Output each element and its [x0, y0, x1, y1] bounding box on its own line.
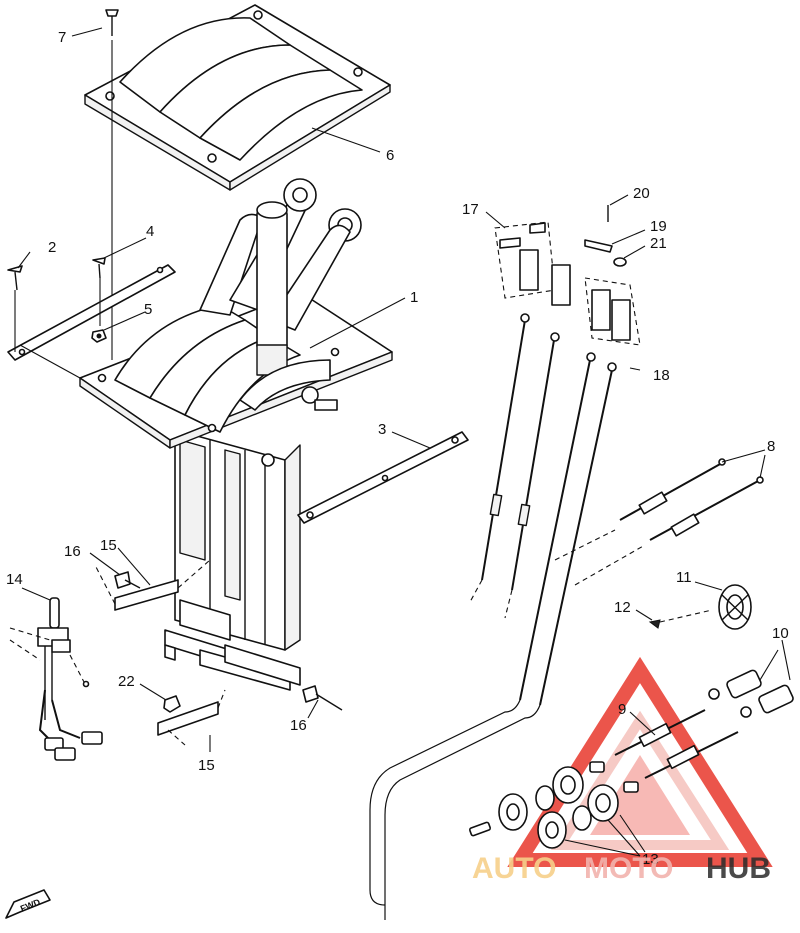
callout-11: 11 — [676, 569, 692, 586]
watermark-word-hub: HUB — [706, 852, 771, 885]
part-21-washer — [613, 257, 627, 267]
callout-19: 19 — [650, 218, 667, 235]
part-8-cable-ends — [554, 458, 764, 586]
callout-8: 8 — [767, 438, 775, 455]
part-13-fittings — [468, 761, 639, 849]
callout-3: 3 — [378, 421, 386, 438]
callout-9: 9 — [618, 701, 626, 718]
callout-20: 20 — [633, 185, 650, 202]
callout-21: 21 — [650, 235, 667, 252]
part-10-connectors — [708, 669, 794, 718]
part-4-screw — [92, 257, 106, 279]
callout-10: 10 — [772, 625, 789, 642]
callout-labels: 7 6 2 4 5 1 3 16 15 14 22 16 15 17 18 20… — [6, 29, 789, 868]
part-6-top-cover — [84, 4, 391, 191]
part-11-knob — [718, 584, 752, 630]
callout-15a: 15 — [100, 537, 117, 554]
callout-14: 14 — [6, 571, 23, 588]
callout-16b: 16 — [290, 717, 307, 734]
part-12-screw — [648, 609, 713, 629]
part-1-control-box — [79, 178, 393, 691]
callout-16a: 16 — [64, 543, 81, 560]
part-15-bracket-lower — [157, 689, 226, 746]
fwd-arrow-icon: FWD — [5, 889, 51, 919]
callout-13: 13 — [642, 851, 659, 868]
control-cables — [369, 313, 617, 920]
part-5-nut — [91, 329, 107, 343]
watermark-word-auto: AUTO — [472, 852, 556, 885]
callout-7: 7 — [58, 29, 66, 46]
callout-18: 18 — [653, 367, 670, 384]
callout-6: 6 — [386, 147, 394, 164]
callout-12: 12 — [614, 599, 631, 616]
callout-15b: 15 — [198, 757, 215, 774]
part-19-pin — [584, 239, 613, 253]
part-18-cable-end — [584, 277, 641, 346]
part-3-plate — [297, 431, 469, 524]
watermark-word-moto: MOTO — [584, 852, 673, 885]
part-14-switch — [9, 597, 103, 761]
part-16-bolt-upper — [114, 571, 141, 589]
part-17-cable-end — [494, 221, 571, 306]
callout-5: 5 — [144, 301, 152, 318]
part-22-nut — [163, 695, 181, 713]
callout-4: 4 — [146, 223, 154, 240]
part-16-bolt-lower — [302, 685, 343, 711]
callout-1: 1 — [410, 289, 418, 306]
callout-17: 17 — [462, 201, 479, 218]
part-15-bracket-upper — [94, 559, 211, 611]
part-2-screw — [7, 265, 23, 291]
callout-22: 22 — [118, 673, 135, 690]
leader-lines — [17, 27, 791, 857]
part-2-plate — [7, 264, 176, 379]
watermark-text: AUTO MOTO HUB — [472, 852, 771, 885]
callout-2: 2 — [48, 239, 56, 256]
